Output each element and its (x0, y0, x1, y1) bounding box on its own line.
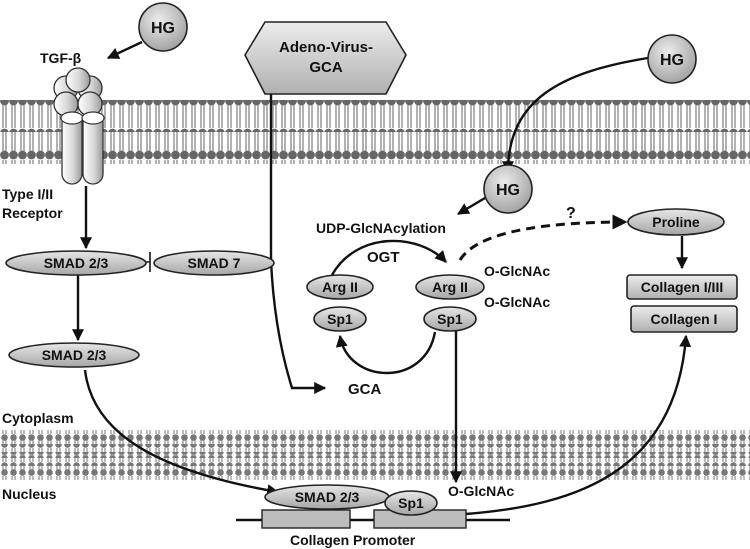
arrow-hg-to-tgf (106, 40, 143, 60)
arrow-hg-entry (502, 56, 649, 174)
hg-node-middle: HG (483, 164, 533, 214)
arrow-ogt (330, 239, 447, 276)
smad23-label: SMAD 2/3 (295, 489, 360, 505)
arg2-node-right: Arg II (415, 274, 485, 300)
smad23-node-bottom: SMAD 2/3 (8, 342, 140, 368)
udp-glcnacylation-label: UDP-GlcNAcylation (316, 220, 446, 236)
receptor-label-line1: Type I/II (2, 186, 53, 202)
smad23-label: SMAD 2/3 (44, 255, 109, 271)
collagen13-node: Collagen I/III (626, 274, 738, 300)
collagen13-label: Collagen I/III (641, 279, 723, 295)
arrow-promoter-to-collagen (465, 334, 692, 516)
smad7-node: SMAD 7 (153, 250, 275, 276)
collagen-promoter-label: Collagen Promoter (290, 532, 416, 548)
receptor-label-line2: Receptor (2, 205, 63, 221)
sp1-node-right: Sp1 (423, 306, 477, 332)
plasma-membrane (0, 100, 750, 164)
hg-label: HG (660, 52, 684, 69)
gca-label: GCA (348, 381, 382, 398)
arg2-label: Arg II (432, 279, 468, 295)
pathway-arrows (72, 40, 692, 516)
proline-node: Proline (627, 208, 725, 236)
hg-node-top-left: HG (138, 2, 188, 52)
collagen1-label: Collagen I (651, 311, 718, 327)
adenovirus-gca-node: Adeno-Virus- GCA (244, 21, 407, 95)
nucleus-label: Nucleus (2, 486, 57, 502)
arrow-dashed-to-proline (458, 214, 628, 261)
collagen1-node: Collagen I (630, 305, 738, 333)
arrow-gca-removal (335, 331, 437, 375)
smad7-label: SMAD 7 (188, 255, 241, 271)
arrow-adenovirus-to-gca (269, 84, 327, 394)
arg2-node-left: Arg II (306, 274, 374, 300)
proline-label: Proline (652, 214, 700, 230)
sp1-label: Sp1 (437, 311, 463, 327)
o-glcnac-label: O-GlcNAc (484, 263, 550, 279)
smad23-label: SMAD 2/3 (42, 347, 107, 363)
sp1-label: Sp1 (398, 495, 424, 511)
ogt-label: OGT (367, 249, 400, 266)
smad23-node-top: SMAD 2/3 (5, 250, 147, 276)
collagen-promoter-region (236, 509, 510, 529)
smad23-node-nuclear: SMAD 2/3 (264, 484, 390, 510)
hg-label: HG (151, 20, 175, 37)
cytoplasm-label: Cytoplasm (2, 410, 74, 426)
sp1-label: Sp1 (327, 311, 353, 327)
adenovirus-label-line1: Adeno-Virus- (279, 39, 373, 56)
tgf-beta-receptor (53, 67, 105, 185)
hg-node-top-right: HG (647, 34, 697, 84)
tgf-beta-label: TGF-β (40, 50, 82, 66)
arrow-smad-to-nucleus (83, 369, 280, 497)
arrow-hg-to-udp (456, 196, 486, 216)
question-mark-label: ? (566, 205, 576, 222)
o-glcnac-label: O-GlcNAc (484, 294, 550, 310)
arg2-label: Arg II (322, 279, 358, 295)
o-glcnac-label: O-GlcNAc (448, 483, 514, 499)
adenovirus-label-line2: GCA (309, 59, 343, 76)
hg-label: HG (496, 182, 520, 199)
sp1-node-left: Sp1 (313, 306, 367, 332)
sp1-node-nuclear: Sp1 (384, 490, 438, 516)
